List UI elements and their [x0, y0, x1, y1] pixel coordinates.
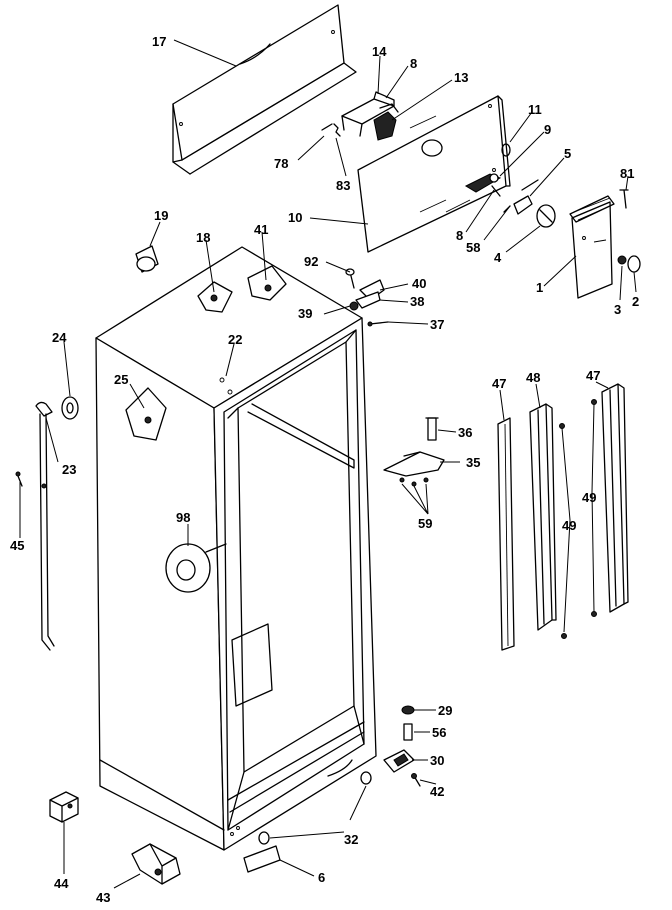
leader-lines [19, 39, 637, 889]
callout-42: 42 [430, 784, 444, 799]
hinge-part-9 [464, 173, 502, 197]
damper-part-5 [503, 179, 539, 215]
callout-11: 11 [528, 102, 542, 117]
callout-37: 37 [430, 317, 444, 332]
bulb-part-2 [627, 255, 641, 273]
callout-59: 59 [418, 516, 432, 531]
washer-part-39 [349, 301, 359, 311]
callout-40: 40 [412, 276, 426, 291]
cap-part-19 [135, 245, 159, 273]
pin-part-36 [425, 417, 439, 441]
callout-5: 5 [564, 146, 571, 161]
callout-24: 24 [52, 330, 67, 345]
foot-part-44 [49, 791, 79, 823]
callout-30: 30 [430, 753, 444, 768]
callout-4: 4 [494, 250, 502, 265]
hinge-part-35 [383, 451, 445, 477]
callout-41: 41 [254, 222, 268, 237]
callout-13: 13 [454, 70, 468, 85]
callout-8: 8 [456, 228, 463, 243]
cabinet [95, 246, 377, 851]
callout-1: 1 [536, 280, 543, 295]
callout-36: 36 [458, 425, 472, 440]
clip-part-13 [373, 103, 399, 141]
grommet-part-32 [258, 771, 372, 845]
callout-45: 45 [10, 538, 24, 553]
callout-17: 17 [152, 34, 166, 49]
screw-part-45 [15, 471, 23, 487]
callout-58: 58 [466, 240, 480, 255]
rod-part-23 [35, 401, 55, 651]
pin-part-37 [367, 321, 389, 327]
callout-2: 2 [632, 294, 639, 309]
washer-part-29 [401, 705, 415, 715]
callout-23: 23 [62, 462, 76, 477]
callout-56: 56 [432, 725, 446, 740]
callout-98: 98 [176, 510, 190, 525]
callout-29: 29 [438, 703, 452, 718]
callout-labels: 17 14 8 13 78 83 11 9 5 81 10 8 58 4 1 3… [10, 34, 639, 905]
callout-35: 35 [466, 455, 480, 470]
bracket-part-18 [197, 281, 233, 313]
toe-plate-part-6 [243, 845, 281, 873]
foot-part-43 [131, 843, 181, 885]
washer-part-24 [61, 396, 79, 420]
callout-49: 49 [582, 490, 596, 505]
callout-48: 48 [526, 370, 540, 385]
callout-83: 83 [336, 178, 350, 193]
grommet-part-11 [501, 143, 511, 157]
pin-part-56 [403, 723, 413, 741]
bracket-part-25 [125, 387, 167, 441]
divider-panel-part-10 [357, 95, 511, 253]
spring-part-83 [333, 123, 341, 137]
callout-43: 43 [96, 890, 110, 905]
callout-9: 9 [544, 122, 551, 137]
callout-25: 25 [114, 372, 128, 387]
callout-92: 92 [304, 254, 318, 269]
callout-19: 19 [154, 208, 168, 223]
callout-3: 3 [614, 302, 621, 317]
callout-6: 6 [318, 870, 325, 885]
callout-47: 47 [586, 368, 600, 383]
callout-47: 47 [492, 376, 506, 391]
callout-14: 14 [372, 44, 387, 59]
hinge-part-30 [383, 749, 415, 773]
bulb-socket-part-3 [617, 255, 627, 265]
callout-44: 44 [54, 876, 69, 891]
callout-22: 22 [228, 332, 242, 347]
bracket-part-41 [247, 265, 287, 301]
callout-10: 10 [288, 210, 302, 225]
rail-part-47-left [497, 417, 515, 651]
screw-part-42 [411, 773, 421, 787]
screws-part-49 [559, 399, 597, 639]
top-trim-part-17 [172, 4, 357, 175]
rail-part-47-right [601, 383, 629, 613]
callout-8: 8 [410, 56, 417, 71]
control-housing-part-1 [569, 195, 615, 299]
control-knob-part-4 [536, 204, 556, 228]
callout-78: 78 [274, 156, 288, 171]
rail-part-48 [529, 403, 557, 631]
screws-part-59 [399, 477, 429, 487]
callout-39: 39 [298, 306, 312, 321]
screw-part-81 [619, 189, 629, 209]
callout-81: 81 [620, 166, 634, 181]
callout-18: 18 [196, 230, 210, 245]
callout-32: 32 [344, 832, 358, 847]
screw-part-92 [345, 268, 355, 289]
callout-38: 38 [410, 294, 424, 309]
screw-part-78 [321, 123, 333, 131]
callout-49: 49 [562, 518, 576, 533]
